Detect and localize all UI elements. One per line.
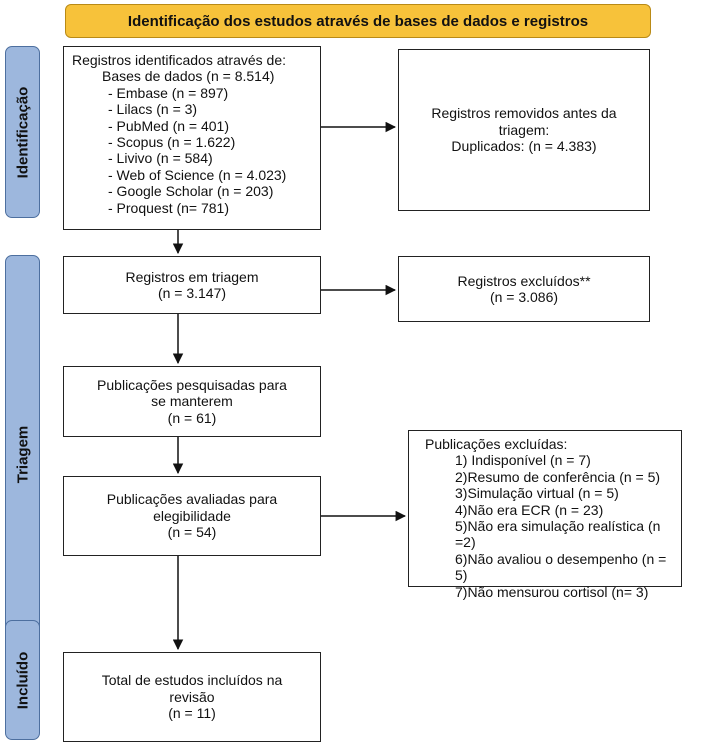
flow-header: Identificação dos estudos através de bas… [65, 4, 651, 38]
screened-line2: (n = 3.147) [157, 285, 227, 301]
identified-item: - Web of Science (n = 4.023) [108, 166, 287, 183]
pub-excluded-item: 7)Não mensurou cortisol (n= 3) [455, 583, 649, 600]
pub-excluded-item: 2)Resumo de conferência (n = 5) [455, 468, 661, 485]
identified-item: - Scopus (n = 1.622) [108, 134, 236, 151]
pub-excluded-item: 1) Indisponível (n = 7) [455, 452, 591, 469]
included-box: Total de estudos incluídos na revisão (n… [63, 652, 321, 742]
pub-excluded-box: Publicações excluídas: 1) Indisponível (… [408, 430, 682, 600]
assessed-line3: (n = 54) [167, 524, 217, 541]
identified-item: - Lilacs (n = 3) [108, 101, 198, 118]
pub-excluded-title: Publicações excluídas: [425, 436, 568, 452]
sought-box: Publicações pesquisadas para se manterem… [63, 366, 321, 437]
included-line1: Total de estudos incluídos na [101, 672, 283, 689]
identified-item: - Proquest (n= 781) [108, 199, 230, 216]
assessed-line1: Publicações avaliadas para [106, 491, 278, 508]
identified-box: Registros identificados através de: Base… [63, 46, 321, 230]
sought-line2: se manterem [151, 393, 233, 410]
identified-item: - PubMed (n = 401) [108, 117, 230, 134]
identified-item: - Google Scholar (n = 203) [108, 183, 274, 200]
sought-line1: Publicações pesquisadas para [97, 376, 287, 393]
excluded-line1: Registros excluídos** [457, 272, 591, 289]
pub-excluded-item: 6)Não avaliou o desempenho (n = 5) [455, 550, 667, 584]
included-line3: (n = 11) [168, 705, 216, 722]
identified-item: - Embase (n = 897) [108, 84, 229, 101]
excluded-line2: (n = 3.086) [489, 289, 559, 305]
stage-incluido: Incluído [5, 620, 40, 740]
included-line2: revisão [169, 688, 215, 705]
screened-box: Registros em triagem (n = 3.147) [63, 256, 321, 314]
assessed-line2: elegibilidade [153, 507, 231, 524]
removed-line2: triagem: [498, 121, 550, 138]
pub-excluded-item: 5)Não era simulação realística (n =2) [455, 518, 661, 551]
screened-line1: Registros em triagem [125, 268, 259, 285]
pub-excluded-item: 4)Não era ECR (n = 23) [455, 501, 604, 518]
identified-item: - Livivo (n = 584) [108, 150, 213, 167]
sought-line3: (n = 61) [167, 409, 217, 426]
stage-triagem: Triagem [5, 255, 40, 653]
identified-title: Registros identificados através de: [72, 52, 286, 68]
excluded-box: Registros excluídos** (n = 3.086) [398, 256, 650, 322]
header-title: Identificação dos estudos através de bas… [127, 12, 589, 30]
removed-box: Registros removidos antes da triagem: Du… [398, 49, 650, 211]
identified-databases: Bases de dados (n = 8.514) [102, 68, 275, 85]
removed-line3: Duplicados: (n = 4.383) [451, 138, 597, 155]
removed-line1: Registros removidos antes da [431, 105, 617, 122]
stage-identificacao: Identificação [5, 46, 40, 218]
pub-excluded-item: 3)Simulação virtual (n = 5) [455, 485, 619, 502]
assessed-box: Publicações avaliadas para elegibilidade… [63, 476, 321, 556]
